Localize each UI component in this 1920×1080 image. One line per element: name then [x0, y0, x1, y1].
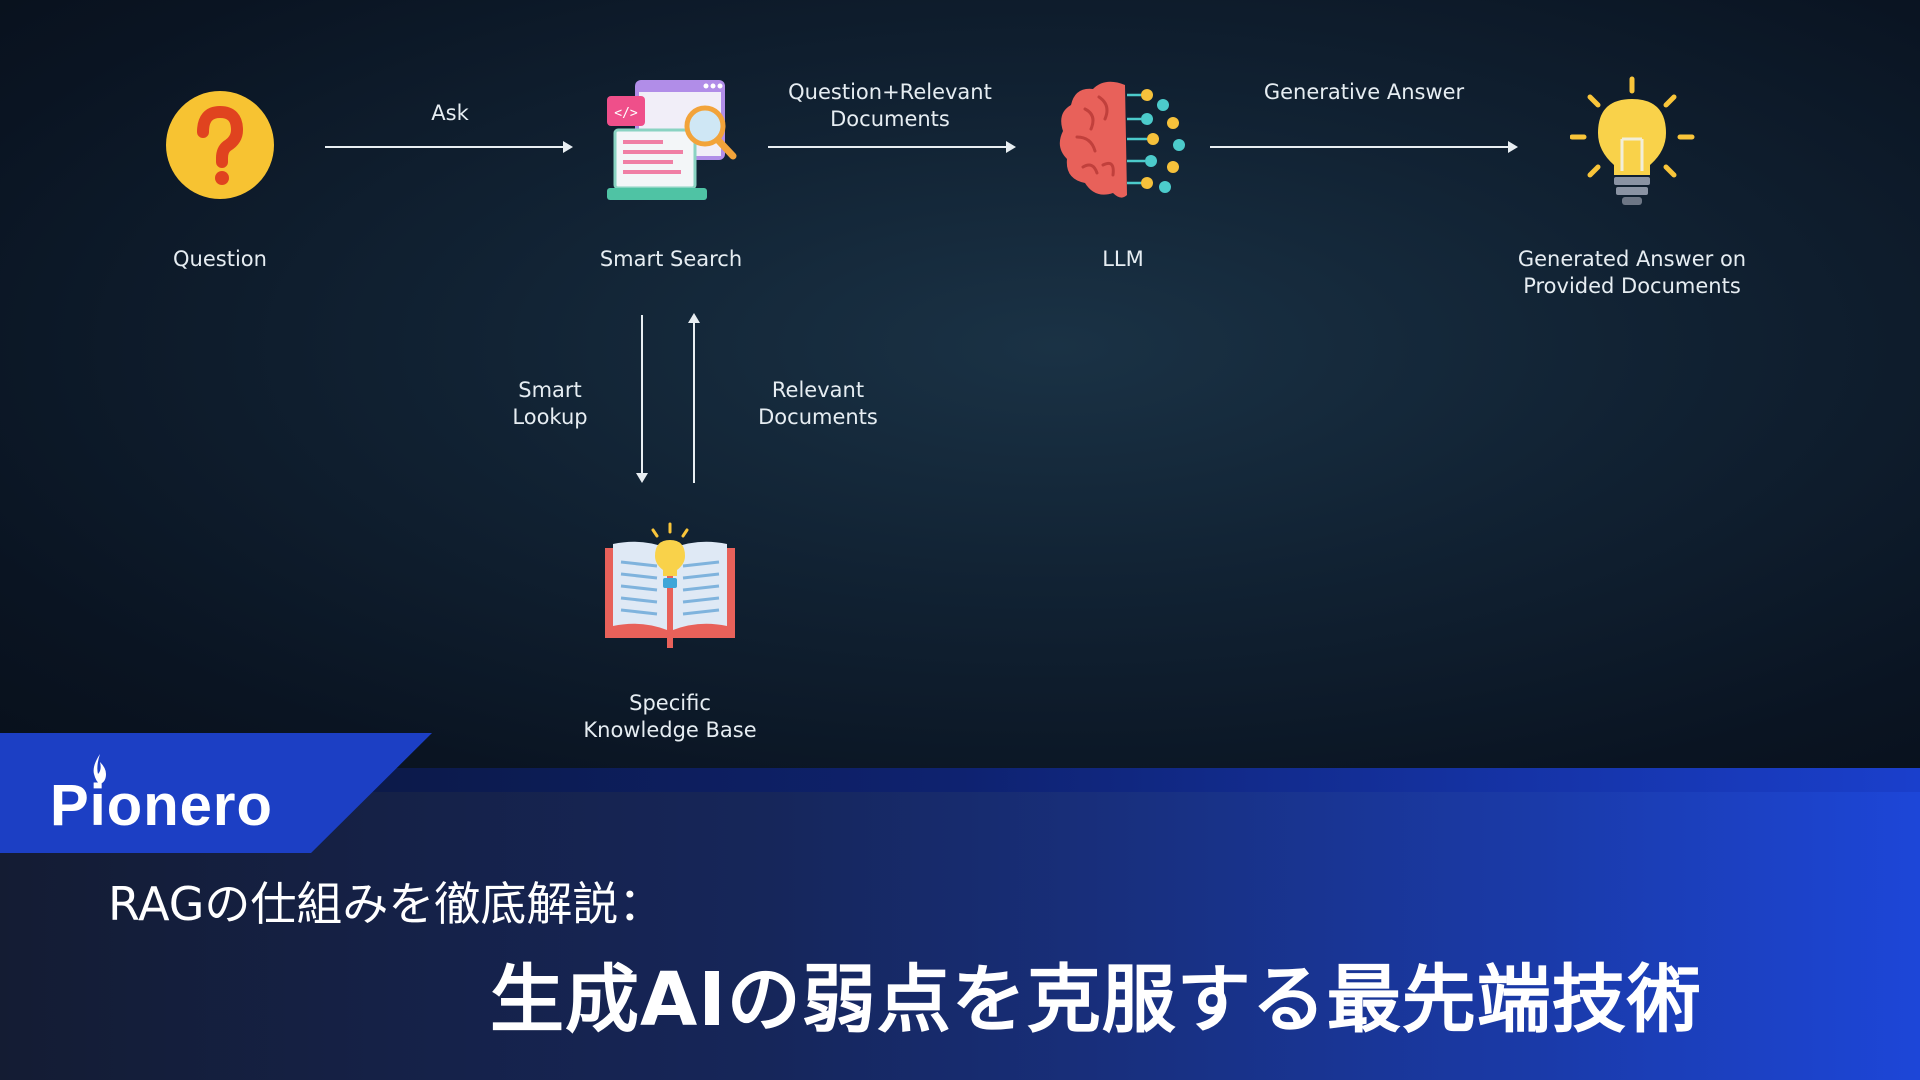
ask-edge-label: Ask: [431, 101, 469, 125]
answer-node: [1569, 75, 1695, 215]
smart-lookup-arrowhead: [636, 473, 648, 483]
flame-icon: [93, 754, 106, 784]
relevant-docs-edge-label-line1: Relevant: [771, 378, 865, 402]
generative-answer-edge-label: Generative Answer: [1263, 80, 1465, 104]
search-window-icon: </>: [607, 80, 737, 200]
llm-to-answer-arrowhead: [1508, 141, 1518, 153]
relevant-docs-arrowhead: [688, 313, 700, 323]
answer-label-line1: Generated Answer on: [1517, 247, 1747, 271]
relevant-docs-edge-label-line2: Documents: [758, 405, 878, 429]
question-mark-icon: [166, 91, 274, 199]
question-label: Question: [173, 247, 267, 271]
svg-text:</>: </>: [614, 106, 638, 121]
question-node: [165, 90, 275, 200]
knowledge-base-label-line2: Knowledge Base: [583, 718, 757, 742]
diagram-canvas: Question Ask </> Smart Search Question+R…: [0, 0, 1920, 770]
banner-headline: 生成AIの弱点を克服する最先端技術: [490, 957, 1702, 1043]
ask-arrowhead: [563, 141, 573, 153]
question-relevant-edge-label-line1: Question+Relevant: [788, 80, 992, 104]
llm-label: LLM: [1102, 247, 1144, 271]
book-lightbulb-icon: [605, 522, 735, 648]
search-to-llm-arrow: [768, 146, 1008, 148]
question-relevant-edge-label-line2: Documents: [830, 107, 950, 131]
smart-lookup-arrow: [641, 315, 643, 475]
brain-icon: [1059, 81, 1185, 198]
ask-arrow: [325, 146, 565, 148]
lightbulb-icon: [1569, 76, 1695, 205]
smart-lookup-edge-label-line2: Lookup: [512, 405, 588, 429]
smart-lookup-edge-label-line1: Smart: [518, 378, 582, 402]
knowledge-base-label-line1: Specific: [629, 691, 711, 715]
brand-logo: Pionero: [50, 773, 273, 838]
smart-search-label: Smart Search: [599, 247, 743, 271]
smart-search-node: </>: [605, 78, 740, 213]
banner-subtitle: RAGの仕組みを徹底解説：: [108, 877, 665, 931]
llm-node: [1055, 75, 1190, 210]
search-to-llm-arrowhead: [1006, 141, 1016, 153]
relevant-docs-arrow: [693, 323, 695, 483]
llm-to-answer-arrow: [1210, 146, 1510, 148]
answer-label-line2: Provided Documents: [1523, 274, 1741, 298]
knowledge-base-node: [603, 522, 738, 657]
